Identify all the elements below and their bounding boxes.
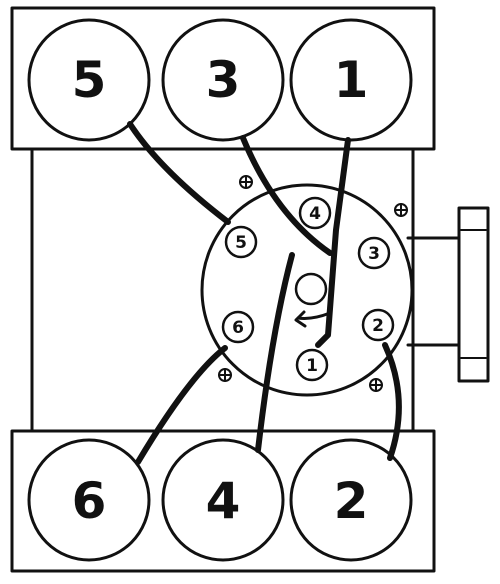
cap-terminal-label: 3 [368, 244, 380, 264]
bolt-icon [369, 378, 383, 392]
cap-terminal-label: 4 [309, 204, 321, 224]
cylinder-3 [161, 18, 285, 142]
cylinder-6 [27, 438, 151, 562]
cap-terminal-6 [221, 310, 255, 344]
cylinder-label: 6 [72, 472, 107, 530]
bolt-icon [394, 203, 408, 217]
cap-terminal-label: 1 [306, 356, 318, 376]
cap-terminal-3 [357, 236, 391, 270]
bolt-icon [218, 368, 232, 382]
rotor-tip [294, 310, 307, 328]
plug-wire-4 [255, 252, 295, 453]
bottom-cylinder-bank [10, 429, 436, 573]
plug-wire-1 [315, 137, 351, 348]
cap-terminal-1 [295, 348, 329, 382]
cylinder-label: 1 [334, 51, 369, 109]
cap-terminal-5 [224, 225, 258, 259]
top-cylinder-bank [10, 6, 436, 151]
plug-wire-3 [240, 135, 333, 256]
cap-terminal-2 [361, 308, 395, 342]
cap-terminal-label: 2 [372, 316, 384, 336]
cylinder-1 [289, 18, 413, 142]
cylinder-2 [289, 438, 413, 562]
cylinder-label: 2 [334, 472, 369, 530]
cylinder-label: 5 [72, 51, 107, 109]
plug-wire-5 [127, 121, 231, 225]
cylinder-4 [161, 438, 285, 562]
rotor-center [294, 272, 328, 306]
bolt-icon [239, 175, 253, 189]
cap-terminal-label: 5 [235, 233, 247, 253]
cap-terminal-4 [298, 196, 332, 230]
cylinder-label: 3 [206, 51, 241, 109]
pulley-bracket [406, 236, 461, 347]
plug-wire-6 [135, 345, 228, 465]
distributor-cap [200, 183, 414, 397]
cylinder-5 [27, 18, 151, 142]
cylinder-label: 4 [206, 472, 241, 530]
pulley [457, 206, 490, 383]
plug-wire-2 [382, 342, 402, 461]
cap-terminal-label: 6 [232, 318, 244, 338]
